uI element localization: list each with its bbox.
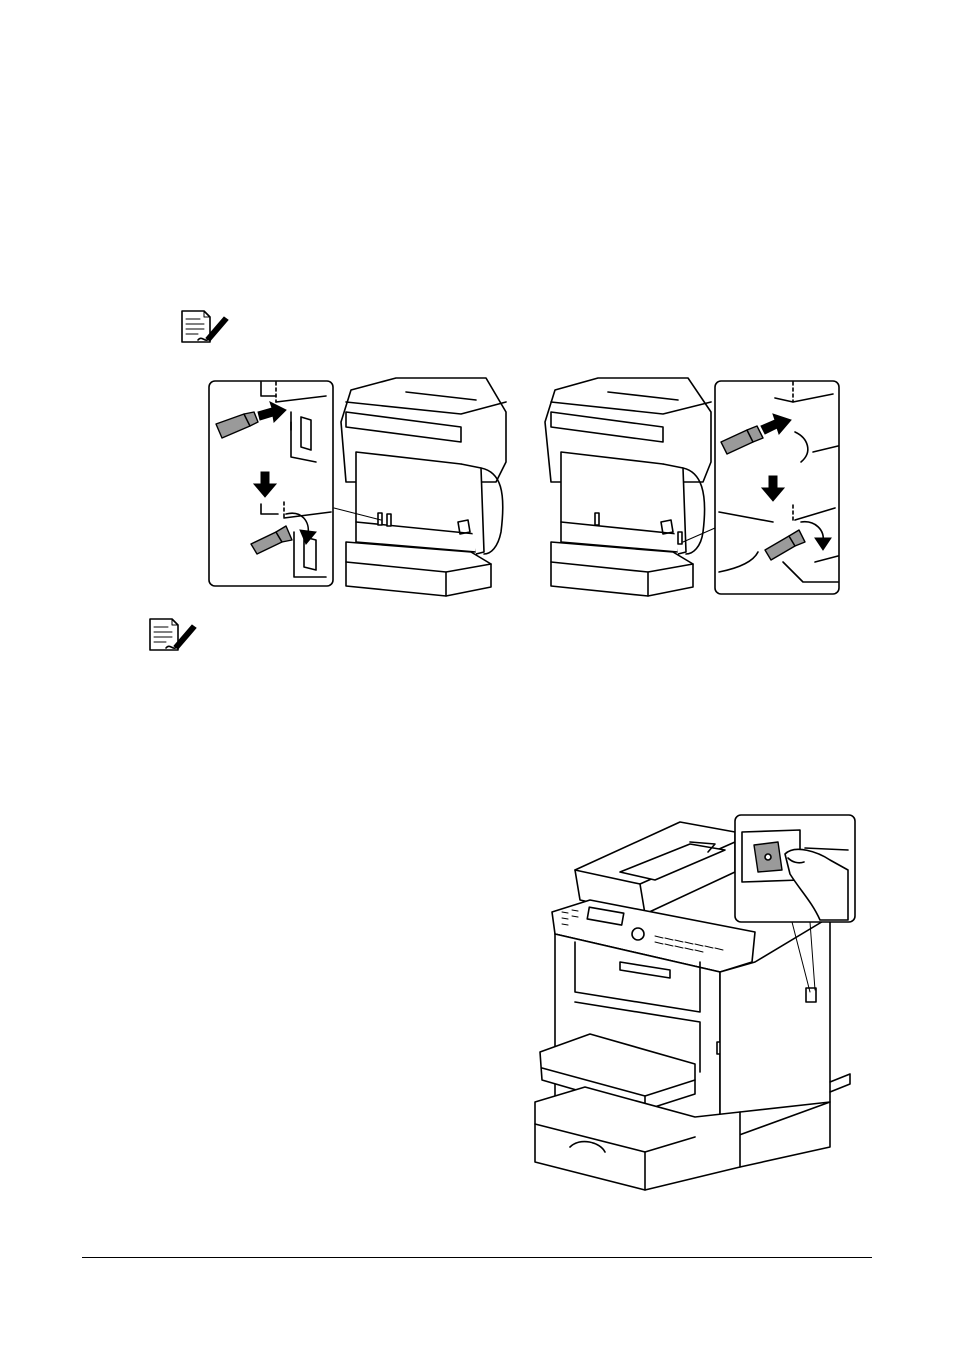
lock-lever-right-illustration (543, 372, 843, 597)
printer-body (545, 378, 711, 596)
power-switch-illustration (530, 812, 860, 1197)
lock-lever-left-illustration (206, 372, 516, 597)
printer-body (341, 378, 506, 596)
footer-rule (82, 1257, 872, 1258)
note-icon (148, 617, 200, 653)
note-icon (180, 309, 232, 345)
